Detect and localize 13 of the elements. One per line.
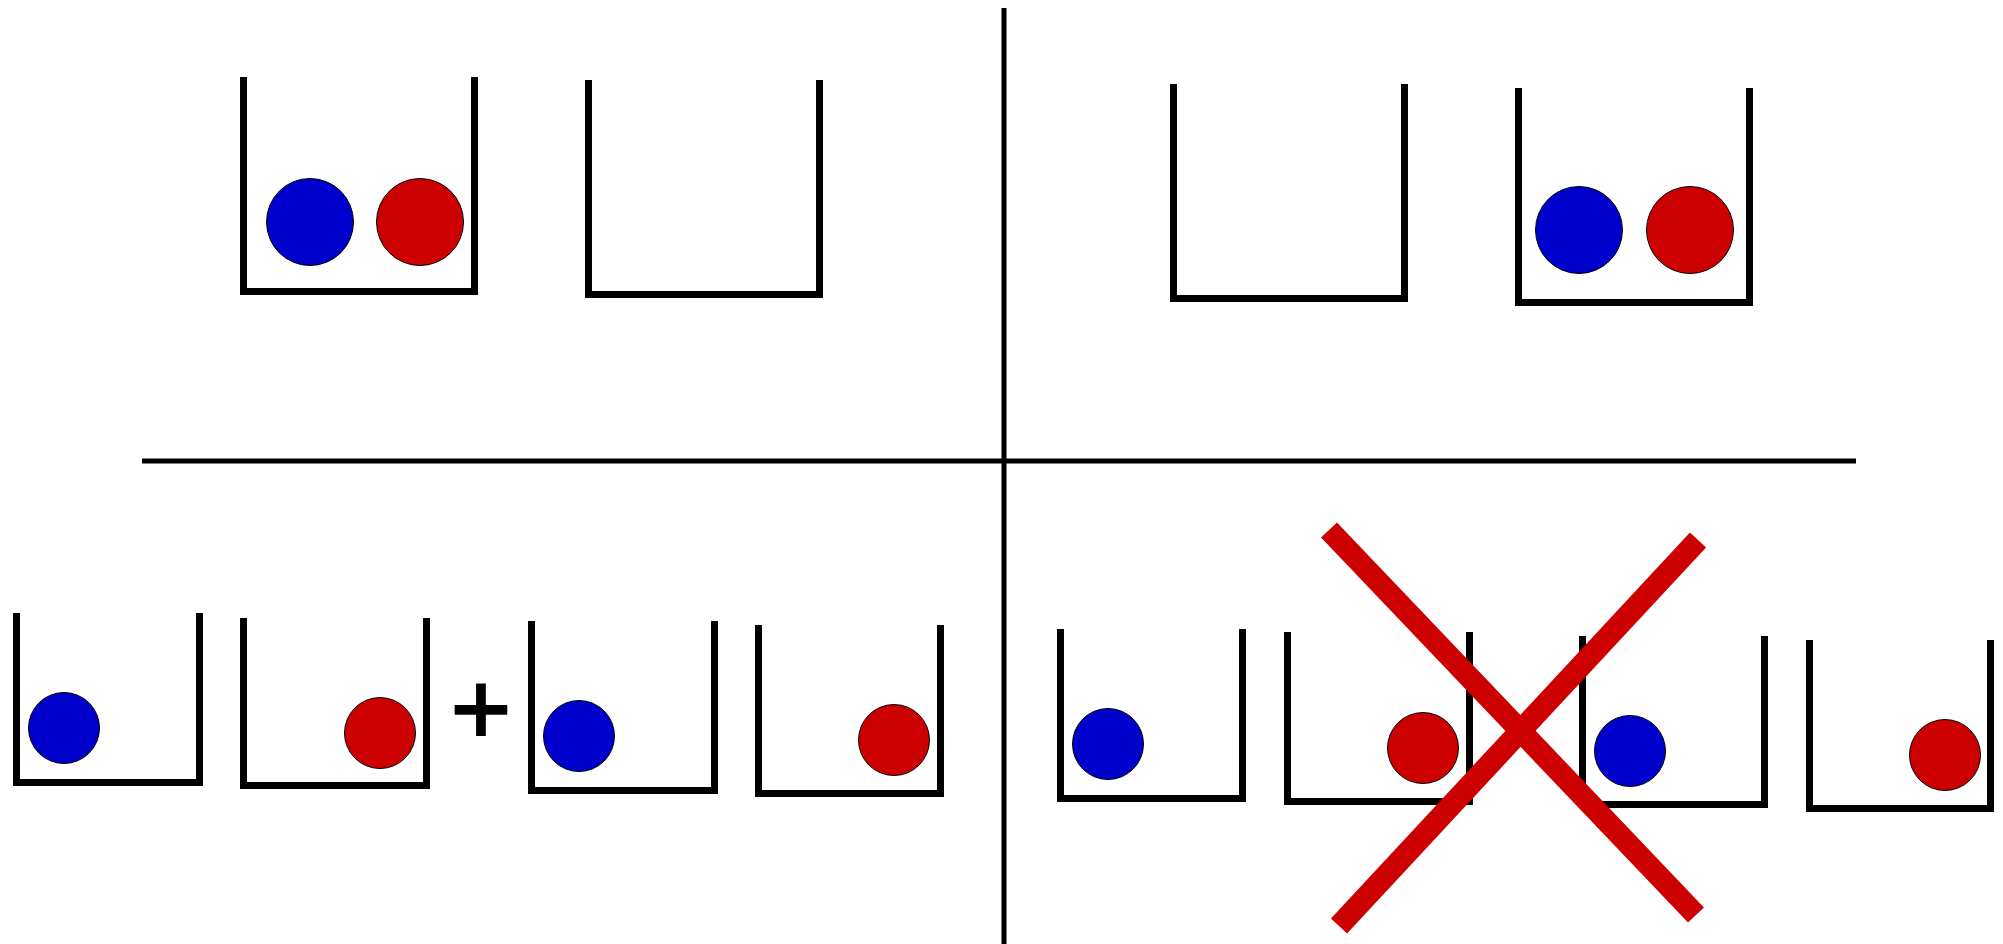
bucket [240, 618, 430, 789]
bucket [1806, 640, 1994, 812]
bucket [1170, 84, 1408, 302]
bucket [528, 621, 718, 794]
plus-sign: + [445, 665, 517, 749]
bucket [240, 77, 478, 295]
bucket [585, 80, 823, 298]
bucket [755, 625, 944, 797]
bucket [13, 613, 203, 786]
bucket [1515, 88, 1753, 306]
bucket [1284, 632, 1473, 805]
bucket [1057, 629, 1246, 802]
bucket [1579, 636, 1768, 808]
